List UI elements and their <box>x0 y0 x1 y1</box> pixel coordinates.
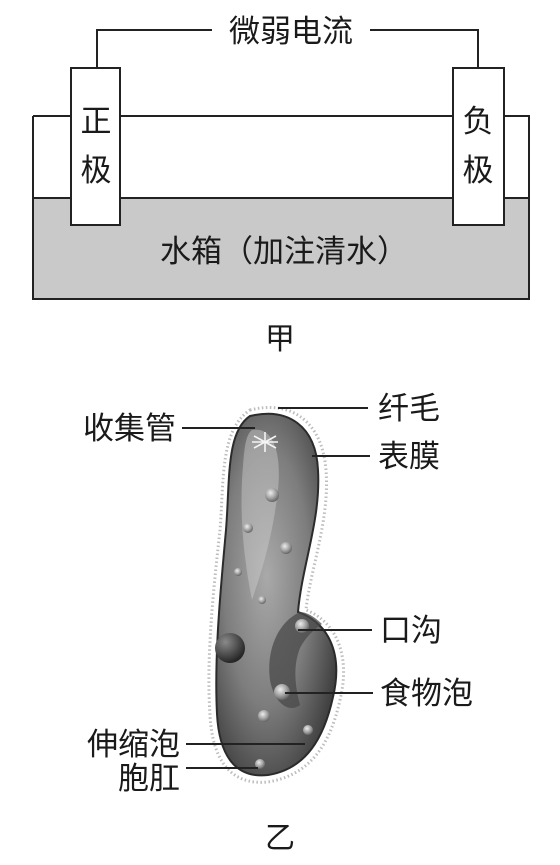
wire <box>96 29 479 68</box>
tank-outline <box>32 115 530 300</box>
negative-electrode <box>452 67 505 226</box>
label-collecting-tube: 收集管 <box>83 411 176 447</box>
electrolysis-apparatus: 微弱电流 正 极 负 极 水箱（加注清水） <box>32 14 530 300</box>
positive-electrode-label-1: 正 <box>81 104 112 140</box>
tank-label: 水箱（加注清水） <box>160 234 408 270</box>
contractile-vacuole-top <box>252 432 278 452</box>
body-highlight <box>241 429 279 600</box>
nucleus <box>215 633 245 663</box>
anal-pore-vacuole <box>255 759 265 769</box>
food-vacuole <box>258 596 266 604</box>
label-oral-groove: 口沟 <box>380 613 442 649</box>
food-vacuole <box>303 725 313 735</box>
food-vacuole <box>274 684 290 700</box>
cell-body <box>215 412 338 777</box>
label-pellicle: 表膜 <box>378 439 440 475</box>
caption-a: 甲 <box>265 322 295 357</box>
caption-b: 乙 <box>265 821 295 856</box>
food-vacuole <box>234 568 242 576</box>
oral-groove <box>269 612 322 709</box>
label-food-vacuole: 食物泡 <box>380 676 473 712</box>
paramecium <box>207 406 346 784</box>
label-anal-pore: 胞肛 <box>118 761 180 797</box>
food-vacuole <box>265 488 279 502</box>
positive-electrode-label-2: 极 <box>81 153 112 189</box>
leader-lines <box>182 407 373 769</box>
label-cilia: 纤毛 <box>378 391 440 427</box>
negative-electrode-label-2: 极 <box>463 153 494 189</box>
current-label: 微弱电流 <box>229 14 353 50</box>
food-vacuole <box>243 523 253 533</box>
food-vacuole <box>280 542 292 554</box>
label-contractile-vacuole: 伸缩泡 <box>87 727 180 763</box>
negative-electrode-label-1: 负 <box>463 104 494 140</box>
food-vacuole <box>258 710 270 722</box>
positive-electrode <box>70 67 121 226</box>
